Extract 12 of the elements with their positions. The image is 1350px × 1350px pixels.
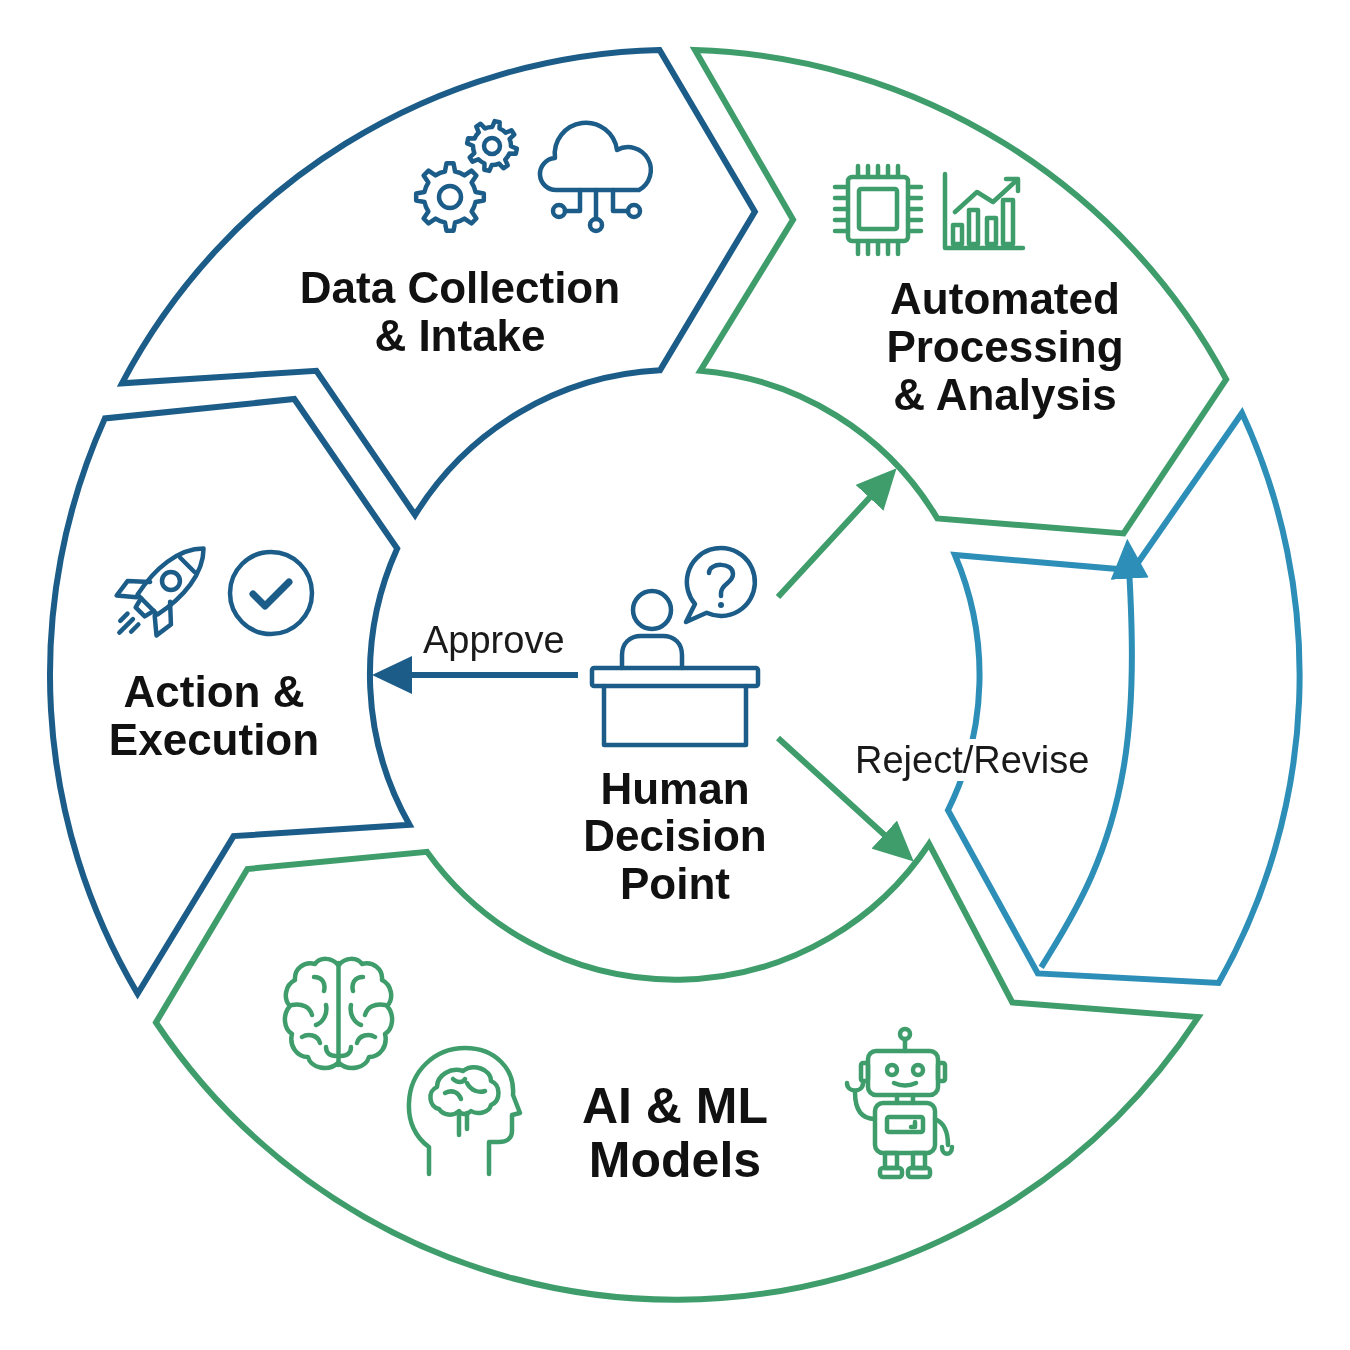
stage-title: Data Collection & Intake: [298, 264, 622, 360]
arrow: [1038, 538, 1149, 969]
decision-title: Human Decision Point: [582, 764, 768, 908]
stage-title: AI & ML Models: [580, 1079, 770, 1187]
arrow: [776, 735, 916, 864]
stage-title: Action & Execution: [107, 668, 321, 764]
arrow: [775, 466, 899, 600]
stage-title: Automated Processing & Analysis: [885, 275, 1125, 419]
arrow: [372, 656, 578, 694]
chevron-segment: [690, 46, 1230, 538]
chevron-segment: [46, 395, 414, 999]
chevron-segment: [118, 46, 759, 520]
